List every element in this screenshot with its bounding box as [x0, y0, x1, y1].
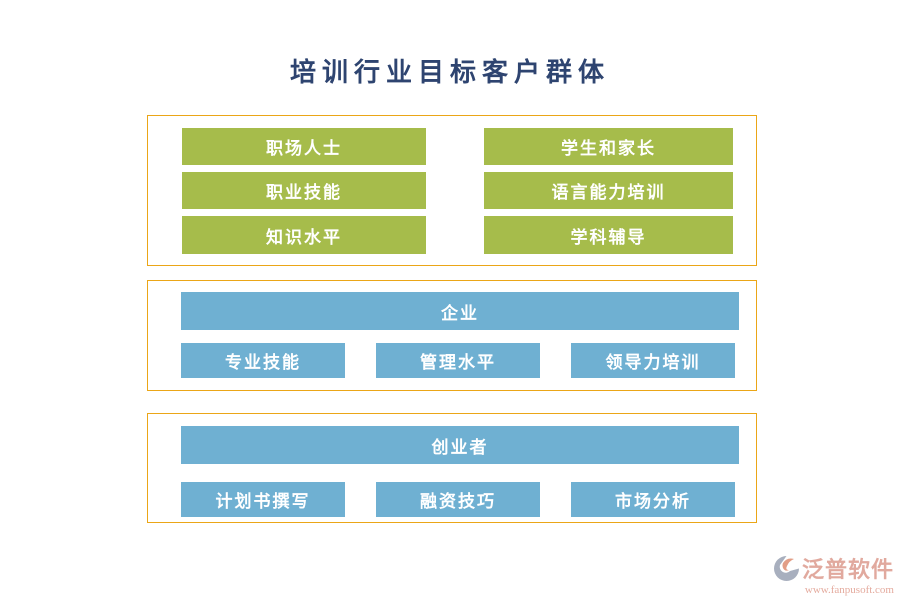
box-vocational-skills: 职业技能: [182, 172, 426, 209]
fanpu-logo-icon: [773, 555, 800, 582]
page-title: 培训行业目标客户群体: [289, 58, 610, 87]
section-audience-enterprise: 企业 专业技能 管理水平 领导力培训: [147, 280, 757, 391]
box-leadership-training: 领导力培训: [571, 343, 735, 378]
section-audience-individuals: 职场人士 职业技能 知识水平 学生和家长 语言能力培训 学科辅导: [147, 115, 757, 266]
brand-url: www.fanpusoft.com: [804, 584, 894, 596]
box-workplace-people: 职场人士: [182, 128, 426, 165]
box-entrepreneur-header: 创业者: [181, 426, 739, 464]
box-professional-skills: 专业技能: [181, 343, 345, 378]
box-business-plan-writing: 计划书撰写: [181, 482, 345, 517]
box-management-level: 管理水平: [376, 343, 540, 378]
box-students-parents: 学生和家长: [484, 128, 733, 165]
box-subject-tutoring: 学科辅导: [484, 216, 733, 254]
brand-name: 泛普软件: [801, 557, 894, 582]
box-enterprise-header: 企业: [181, 292, 739, 330]
brand-watermark: 泛普软件 www.fanpusoft.com: [744, 552, 894, 596]
box-market-analysis: 市场分析: [571, 482, 735, 517]
box-language-training: 语言能力培训: [484, 172, 733, 209]
section-audience-entrepreneurs: 创业者 计划书撰写 融资技巧 市场分析: [147, 413, 757, 523]
box-knowledge-level: 知识水平: [182, 216, 426, 254]
box-financing-skills: 融资技巧: [376, 482, 540, 517]
